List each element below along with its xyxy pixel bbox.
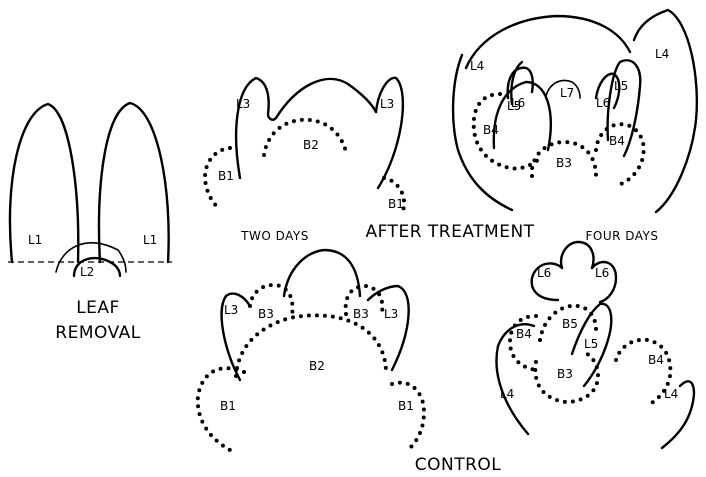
label-l1-right: L1 — [143, 233, 157, 247]
label-l7: L7 — [560, 86, 574, 100]
bud-b4-right — [616, 340, 670, 404]
label-l5-right: L5 — [614, 79, 628, 93]
two-days-caption: TWO DAYS — [240, 229, 309, 243]
shoot-outer-right — [466, 16, 630, 68]
label-l4-left: L4 — [470, 59, 484, 73]
label-l6-right: L6 — [596, 96, 610, 110]
label-b4-right: B4 — [648, 353, 664, 367]
leaf-outline-l3-right — [376, 78, 403, 188]
leaf-removal-caption-1: LEAF — [76, 298, 120, 318]
label-b1-left: B1 — [220, 399, 236, 413]
label-l3-left: L3 — [224, 303, 238, 317]
label-l3-right: L3 — [384, 307, 398, 321]
label-b3: B3 — [557, 367, 573, 381]
control-left-panel: L3 B3 B3 L3 B2 B1 B1 — [198, 250, 424, 450]
leaf-removal-caption-2: REMOVAL — [55, 323, 140, 343]
bud-b1-right — [392, 383, 424, 448]
label-l1-left: L1 — [28, 233, 42, 247]
label-l2: L2 — [80, 265, 94, 279]
control-caption: CONTROL — [415, 455, 502, 475]
label-b1-left: B1 — [218, 169, 234, 183]
label-b3-left: B3 — [258, 307, 274, 321]
label-l4-right: L4 — [655, 47, 669, 61]
label-b4-left: B4 — [516, 327, 532, 341]
label-b1-right: B1 — [388, 197, 404, 211]
label-b3-right: B3 — [353, 307, 369, 321]
label-b4-left: B4 — [483, 123, 499, 137]
leaf-l5-left — [494, 82, 551, 150]
leaf-l4-right — [634, 10, 697, 212]
label-b2: B2 — [303, 138, 319, 152]
label-l5-left: L5 — [507, 99, 521, 113]
label-b3: B3 — [556, 156, 572, 170]
leaf-l3-right — [368, 286, 409, 370]
leaf-outline-left — [10, 104, 78, 262]
label-l6-left: L6 — [537, 266, 551, 280]
label-b1-right: B1 — [398, 399, 414, 413]
four-days-panel: L4 L6 L7 L6 L5 L4 L5 B4 B4 B3 FOUR DAYS — [453, 10, 697, 243]
leaf-removal-panel: L1 L1 L2 LEAF REMOVAL — [8, 103, 172, 343]
label-b2: B2 — [309, 359, 325, 373]
control-right-panel: L6 L6 B4 B5 L5 B4 B3 L4 L4 — [496, 242, 694, 448]
apex-outline — [284, 250, 360, 296]
two-days-panel: L3 L3 B2 B1 B1 TWO DAYS — [205, 78, 404, 243]
label-l4-left: L4 — [500, 387, 514, 401]
label-l6-right: L6 — [595, 266, 609, 280]
after-treatment-caption: AFTER TREATMENT — [365, 222, 534, 242]
label-l4-right: L4 — [664, 387, 678, 401]
apex-top — [561, 242, 593, 268]
leaf-outline-right — [99, 103, 169, 262]
label-l5: L5 — [584, 337, 598, 351]
four-days-caption: FOUR DAYS — [585, 229, 658, 243]
label-b4-right: B4 — [609, 134, 625, 148]
label-l3-right: L3 — [380, 97, 394, 111]
leaf-outline-l3-left — [236, 78, 376, 178]
label-l3-left: L3 — [236, 97, 250, 111]
label-b5: B5 — [562, 317, 578, 331]
